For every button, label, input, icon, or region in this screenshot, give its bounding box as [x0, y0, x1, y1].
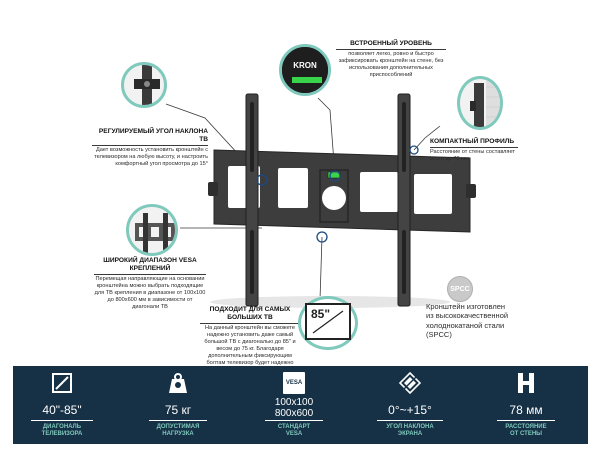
weight-icon — [169, 373, 187, 393]
level-brand: KRON — [293, 61, 317, 70]
spcc-line-2: из высококачественной — [426, 311, 509, 321]
diagonal-badge-text: 85" — [311, 307, 331, 321]
tilt-detail-photo — [121, 62, 167, 108]
divider — [149, 420, 207, 421]
divider — [31, 420, 93, 421]
callout-level-title: ВСТРОЕННЫЙ УРОВЕНЬ — [336, 40, 446, 51]
callout-level: ВСТРОЕННЫЙ УРОВЕНЬ позволяет легко, ровн… — [336, 40, 446, 79]
callout-profile-title: КОМПАКТНЫЙ ПРОФИЛЬ — [430, 138, 518, 149]
spcc-badge: SPCC — [447, 276, 473, 302]
callout-vesa-text: Перемещая направляющие на основании крон… — [94, 276, 206, 311]
callout-big-tv-title: ПОДХОДИТ ДЛЯ САМЫХ БОЛЬШИХ ТВ — [200, 306, 300, 325]
diagonal-icon — [52, 373, 72, 393]
profile-detail-photo — [457, 76, 503, 130]
big-tv-connector — [319, 236, 323, 301]
divider — [497, 420, 555, 421]
profile-connector — [413, 125, 441, 151]
callout-big-tv: ПОДХОДИТ ДЛЯ САМЫХ БОЛЬШИХ ТВ На данный … — [200, 306, 300, 374]
tilt-angle-icon — [399, 372, 421, 394]
product-illustration: KRON ВСТРОЕННЫЙ УРОВЕНЬ позволяет легко,… — [92, 40, 518, 373]
callout-tilt-text: Дает возможность установить кронштейн с … — [94, 147, 208, 168]
divider — [265, 420, 323, 421]
spec-weight-value: 75 кг — [164, 403, 192, 417]
divider — [377, 420, 443, 421]
spcc-line-4: (SPCC) — [426, 330, 452, 340]
callout-vesa-title: ШИРОКИЙ ДИАПАЗОН VESA КРЕПЛЕНИЙ — [94, 257, 206, 276]
wall-distance-icon — [518, 373, 534, 393]
callout-level-text: позволяет легко, ровно и быстро зафиксир… — [338, 51, 444, 79]
spcc-line-3: холоднокатаной стали — [426, 320, 505, 330]
spec-diagonal-value: 40"-85" — [42, 403, 82, 417]
callout-profile-text: Расстояние от стены составляет всего до … — [430, 149, 515, 163]
spcc-description: Кронштейн изготовлен из высококачественн… — [426, 302, 508, 340]
spcc-line-1: Кронштейн изготовлен — [426, 302, 506, 311]
callout-tilt: РЕГУЛИРУЕМЫЙ УГОЛ НАКЛОНА ТВ Дает возмож… — [92, 128, 208, 168]
spec-wall-distance-value: 78 мм — [509, 403, 543, 417]
callout-profile: КОМПАКТНЫЙ ПРОФИЛЬ Расстояние от стены с… — [430, 138, 518, 163]
callout-tilt-title: РЕГУЛИРУЕМЫЙ УГОЛ НАКЛОНА ТВ — [92, 128, 208, 147]
callout-vesa: ШИРОКИЙ ДИАПАЗОН VESA КРЕПЛЕНИЙ Перемеща… — [94, 257, 206, 311]
vesa-detail-photo — [126, 204, 178, 256]
level-detail-photo: KRON — [279, 44, 331, 96]
diagonal-badge: 85" — [305, 303, 351, 340]
vesa-icon-text: VESA — [285, 380, 303, 386]
vesa-icon: VESA — [283, 372, 305, 394]
spec-tilt-value: 0°~+15° — [388, 403, 432, 417]
